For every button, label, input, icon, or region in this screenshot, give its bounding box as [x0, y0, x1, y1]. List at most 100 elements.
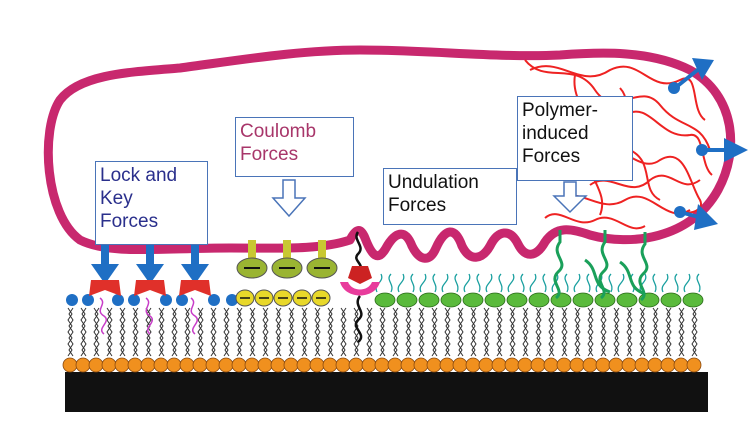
lipid-tail — [93, 307, 100, 357]
lipid-head — [75, 357, 91, 373]
glycolipid-chain — [485, 273, 503, 293]
lipid-head — [374, 357, 390, 373]
vesicle-membrane — [43, 45, 736, 263]
lipid-head — [88, 357, 104, 373]
lipid-head — [608, 357, 624, 373]
lipid-tail — [470, 307, 477, 357]
lipid-tail — [691, 307, 698, 357]
lipid-head — [296, 357, 312, 373]
polymer-tethers — [553, 230, 649, 302]
lipid-tail — [340, 307, 347, 357]
glycolipid-chain — [639, 273, 657, 293]
lipid-tail — [431, 307, 438, 357]
lipid-head — [465, 357, 481, 373]
lipid-head-blue — [82, 294, 94, 306]
lipid-head — [62, 357, 78, 373]
lipid-head-green — [418, 292, 440, 308]
lipid-tail — [535, 307, 542, 357]
lipid-tail — [249, 307, 256, 357]
lipid-head — [621, 357, 637, 373]
lipid-tail — [80, 307, 87, 357]
lipid-head — [348, 357, 364, 373]
lipid-head — [179, 357, 195, 373]
lipid-head — [478, 357, 494, 373]
lipid-head — [218, 357, 234, 373]
polymer-end-arrow-icon — [668, 58, 748, 230]
lipid-tail — [223, 307, 230, 357]
lipid-head — [504, 357, 520, 373]
lipid-head — [127, 357, 143, 373]
glycolipid-chain — [507, 273, 525, 293]
lipid-head-green — [462, 292, 484, 308]
lipid-head — [517, 357, 533, 373]
lipid-head-blue — [208, 294, 220, 306]
lipid-tail — [496, 307, 503, 357]
lipid-head — [283, 357, 299, 373]
lipid-tail — [262, 307, 269, 357]
lipid-tail — [184, 307, 191, 357]
glycolipid-chain — [419, 273, 437, 293]
lipid-head-green — [550, 292, 572, 308]
lipid-head-blue — [226, 294, 238, 306]
lipid-tail — [301, 307, 308, 357]
lipid-head — [673, 357, 689, 373]
label-coulomb-forces: Coulomb Forces — [235, 117, 354, 177]
lipid-tail — [171, 307, 178, 357]
lipid-head — [192, 357, 208, 373]
lipid-tail — [457, 307, 464, 357]
label-polymer-induced-forces: Polymer- induced Forces — [517, 96, 633, 181]
label-lock-and-key-forces: Lock and Key Forces — [95, 161, 208, 245]
hollow-down-arrow-icon — [271, 179, 588, 218]
lipid-tail — [587, 307, 594, 357]
label-undulation-forces: Undulation Forces — [383, 168, 517, 225]
lipid-head — [309, 357, 325, 373]
lipid-head — [270, 357, 286, 373]
lipid-tail — [158, 307, 165, 357]
lipid-head-green — [396, 292, 418, 308]
lipid-tail — [392, 307, 399, 357]
lipid-tail — [106, 307, 113, 357]
lipid-head-blue — [66, 294, 78, 306]
lipid-head — [660, 357, 676, 373]
lipid-head — [530, 357, 546, 373]
lock-key-arrow-icon — [89, 240, 211, 335]
lipid-tail — [418, 307, 425, 357]
glycolipid-chain — [463, 273, 481, 293]
lipid-head — [101, 357, 117, 373]
lipid-head — [413, 357, 429, 373]
lipid-tail — [275, 307, 282, 357]
lipid-head — [322, 357, 338, 373]
lipid-head — [556, 357, 572, 373]
lipid-head — [335, 357, 351, 373]
lipid-tail — [119, 307, 126, 357]
lipid-head — [400, 357, 416, 373]
lipid-tail — [366, 307, 373, 357]
lipid-head — [543, 357, 559, 373]
lipid-head-green — [616, 292, 638, 308]
lipid-tail — [652, 307, 659, 357]
lipid-tails — [67, 307, 698, 357]
coulomb-charge-icon — [235, 240, 338, 307]
lipid-head — [244, 357, 260, 373]
lipid-tail — [678, 307, 685, 357]
lipid-head — [361, 357, 377, 373]
glycolipid-chain — [529, 273, 547, 293]
lipid-head — [686, 357, 702, 373]
lipid-head — [595, 357, 611, 373]
lipid-tail — [665, 307, 672, 357]
lipid-head — [582, 357, 598, 373]
lipid-head — [634, 357, 650, 373]
lipid-head-green — [484, 292, 506, 308]
lipid-tail — [197, 307, 204, 357]
lipid-head-green — [506, 292, 528, 308]
lipid-head — [257, 357, 273, 373]
lipid-tail — [327, 307, 334, 357]
lipid-tail — [613, 307, 620, 357]
glycolipid-chain — [683, 273, 701, 293]
lipid-tail — [574, 307, 581, 357]
lipid-head — [569, 357, 585, 373]
lipid-tail — [626, 307, 633, 357]
lipid-head-green — [682, 292, 704, 308]
lipid-tail — [483, 307, 490, 357]
